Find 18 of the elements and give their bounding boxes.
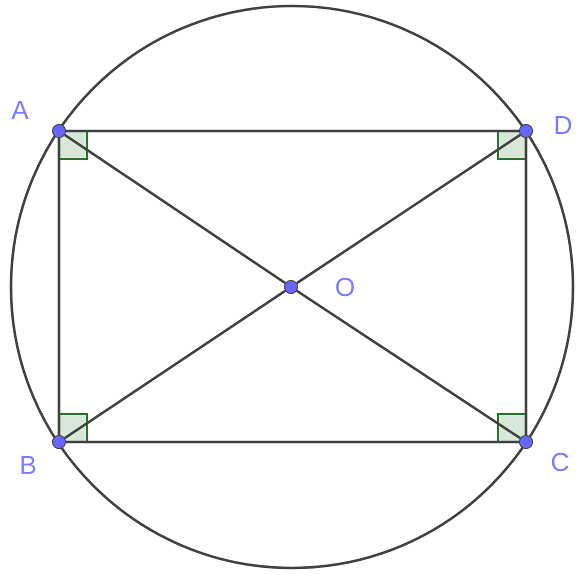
point bbox=[52, 124, 66, 138]
point-label: A bbox=[11, 101, 29, 119]
point-label: D bbox=[556, 116, 572, 134]
point bbox=[284, 280, 298, 294]
line-segment bbox=[66, 440, 519, 444]
line-segment bbox=[296, 290, 521, 440]
point-label: B bbox=[21, 456, 36, 474]
line-segment bbox=[64, 290, 286, 440]
line-segment bbox=[524, 138, 528, 435]
point-label: O bbox=[336, 278, 354, 296]
line-segment bbox=[296, 134, 521, 284]
point bbox=[52, 435, 66, 449]
point bbox=[519, 124, 533, 138]
line-segment bbox=[66, 130, 519, 132]
line-segment bbox=[58, 138, 60, 435]
point-label: C bbox=[552, 452, 568, 472]
line-segment bbox=[64, 134, 286, 284]
point bbox=[519, 435, 533, 449]
